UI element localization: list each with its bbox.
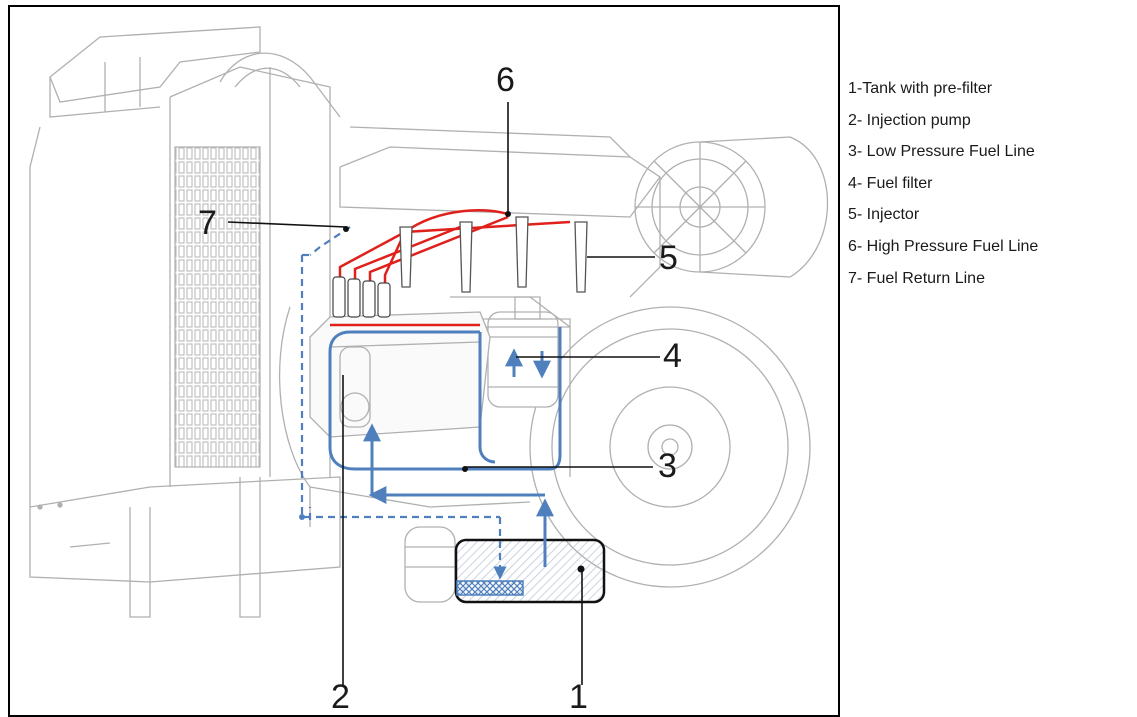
callout-6: 6 (496, 61, 515, 99)
leader-lines (227, 102, 660, 687)
callout-3: 3 (658, 447, 677, 485)
legend-item-high-pressure-line: 6- High Pressure Fuel Line (848, 237, 1039, 255)
pump-plungers (332, 276, 391, 318)
legend-item-tank: 1-Tank with pre-filter (848, 80, 993, 97)
fuel-system-diagram (29, 26, 828, 687)
callout-5: 5 (659, 239, 678, 277)
legend-item-fuel-filter: 4- Fuel filter (848, 174, 933, 192)
callout-4: 4 (663, 337, 682, 375)
legend-item-low-pressure-line: 3- Low Pressure Fuel Line (848, 143, 1035, 161)
fuel-tank (454, 538, 606, 604)
callout-1: 1 (569, 678, 588, 716)
legend-item-injection-pump: 2- Injection pump (848, 111, 971, 129)
callout-2: 2 (331, 678, 350, 716)
legend: 1-Tank with pre-filter 2- Injection pump… (848, 79, 1038, 300)
fuel-return-line (299, 226, 507, 580)
legend-item-injector: 5- Injector (848, 206, 920, 224)
injectors (399, 216, 588, 293)
diagram-frame: 1 2 3 4 5 6 7 (8, 5, 840, 717)
engine-outline (29, 26, 828, 618)
legend-item-return-line: 7- Fuel Return Line (848, 269, 985, 287)
low-pressure-fuel-line (328, 327, 562, 567)
callout-7: 7 (198, 204, 217, 242)
